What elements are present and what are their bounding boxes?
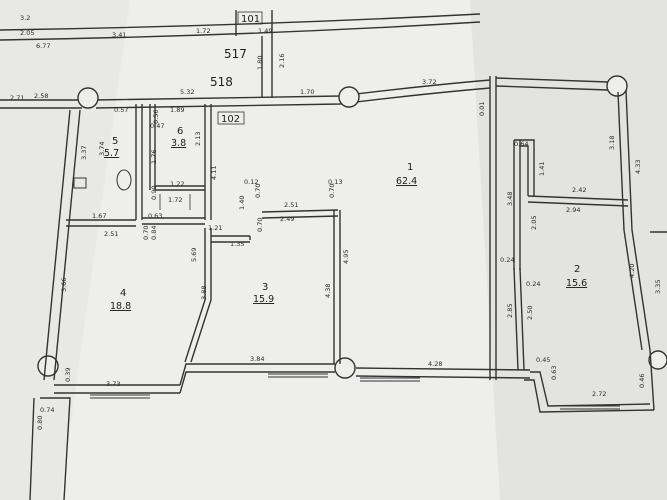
dim-label: 0.70 (142, 226, 150, 240)
dim-label: 0.63 (148, 212, 162, 220)
dim-label: 0.39 (64, 368, 72, 382)
dim-label: 3.35 (654, 280, 662, 294)
room-1-number: 1 (407, 162, 413, 173)
room-5-area: 5.7 (104, 148, 119, 159)
wc-fixtures (73, 169, 132, 191)
dim-label: 1.21 (208, 224, 222, 232)
unit-101-label: 101 (241, 14, 260, 25)
dim-label: 0.46 (638, 374, 646, 388)
dim-label: 3.66 (60, 278, 68, 292)
toilet-icon (116, 169, 132, 191)
dim-label: 4.95 (342, 250, 350, 264)
dim-label: 0.84 (150, 226, 158, 240)
dim-label: 0.56 (152, 110, 160, 124)
dim-label: 1.76 (150, 150, 158, 164)
dimension-labels: 3.2 2.05 6.77 3.41 1.72 1.49 1.80 2.16 5… (10, 14, 662, 430)
paper-fold-left (0, 0, 130, 500)
dim-label: 5.32 (180, 88, 194, 96)
unit-518-label: 518 (210, 75, 233, 89)
dim-label: 0.63 (550, 366, 558, 380)
dim-label: 2.05 (20, 29, 34, 37)
dim-label: 3.72 (422, 78, 436, 86)
walls (0, 10, 667, 500)
room-6-area: 3.8 (171, 138, 186, 149)
dim-label: 2.58 (34, 92, 48, 100)
dim-label: 4.28 (428, 360, 442, 368)
dim-label: 0.70 (328, 184, 336, 198)
dim-label: 0.24 (500, 256, 514, 264)
dim-label: 4.20 (628, 264, 636, 278)
dim-label: 1.67 (92, 212, 106, 220)
dim-label: 2.94 (566, 206, 580, 214)
dim-label: 0.80 (36, 416, 44, 430)
dim-label: 1.72 (168, 196, 182, 204)
dim-label: 0.64 (514, 140, 528, 148)
dim-label: 1.35 (230, 240, 244, 248)
room-2-area: 15.6 (566, 278, 587, 289)
dim-label: 0.45 (536, 356, 550, 364)
dim-label: 2.71 (10, 94, 24, 102)
dim-label: 4.38 (324, 284, 332, 298)
dim-label: 0.57 (114, 106, 128, 114)
dim-label: 2.16 (278, 54, 286, 68)
dim-label: 2.51 (284, 201, 298, 209)
dim-label: 0.47 (150, 122, 164, 130)
dim-label: 0.01 (478, 102, 486, 116)
dim-label: 2.85 (506, 304, 514, 318)
paper-shadow-right (470, 0, 667, 500)
dim-label: 2.42 (572, 186, 586, 194)
dim-label: 3.37 (80, 146, 88, 160)
sink-icon (73, 177, 87, 189)
unit-labels: 517 518 101 102 (210, 11, 263, 125)
dim-label: 1.49 (258, 27, 272, 35)
dim-label: 0.24 (526, 280, 540, 288)
dim-label: 4.33 (634, 160, 642, 174)
dim-label: 2.13 (194, 132, 202, 146)
room-3-number: 3 (262, 282, 268, 293)
dim-label: 0.90 (150, 186, 158, 200)
dim-label: 1.80 (256, 56, 264, 70)
dim-label: 1.40 (238, 196, 246, 210)
dim-label: 3.41 (112, 31, 126, 39)
room-3-area: 15.9 (253, 294, 274, 305)
dim-label: 3.2 (20, 14, 30, 22)
dim-label: 2.05 (530, 216, 538, 230)
dim-label: 5.69 (190, 248, 198, 262)
dim-label: 1.70 (300, 88, 314, 96)
dim-label: 3.48 (506, 192, 514, 206)
room-5-number: 5 (112, 136, 118, 147)
dim-label: 2.49 (280, 215, 294, 223)
dim-label: 0.70 (254, 184, 262, 198)
dim-label: 3.84 (250, 355, 264, 363)
unit-102-label: 102 (221, 114, 240, 125)
dim-label: 2.72 (592, 390, 606, 398)
dim-label: 0.70 (256, 218, 264, 232)
dim-label: 4.11 (210, 166, 218, 180)
room-4-number: 4 (120, 288, 126, 299)
dim-label: 1.22 (170, 180, 184, 188)
dim-label: 1.41 (538, 162, 546, 176)
dim-label: 0.12 (244, 178, 258, 186)
room-labels: 1 62.4 2 15.6 3 15.9 4 18.8 5 5.7 6 3.8 (104, 126, 587, 312)
room-4-area: 18.8 (110, 301, 131, 312)
dim-label: 3.88 (200, 286, 208, 300)
dim-label: 1.89 (170, 106, 184, 114)
room-2-number: 2 (574, 264, 580, 275)
dim-label: 2.51 (104, 230, 118, 238)
dim-label: 3.18 (608, 136, 616, 150)
room-6-number: 6 (177, 126, 183, 137)
dim-label: 0.13 (328, 178, 342, 186)
unit-517-label: 517 (224, 47, 247, 61)
dim-label: 1.72 (196, 27, 210, 35)
room-1-area: 62.4 (396, 176, 417, 187)
dim-label: 3.74 (98, 142, 106, 156)
dim-label: 3.73 (106, 380, 120, 388)
dim-label: 0.74 (40, 406, 54, 414)
dim-label: 2.50 (526, 306, 534, 320)
dim-label: 6.77 (36, 42, 50, 50)
